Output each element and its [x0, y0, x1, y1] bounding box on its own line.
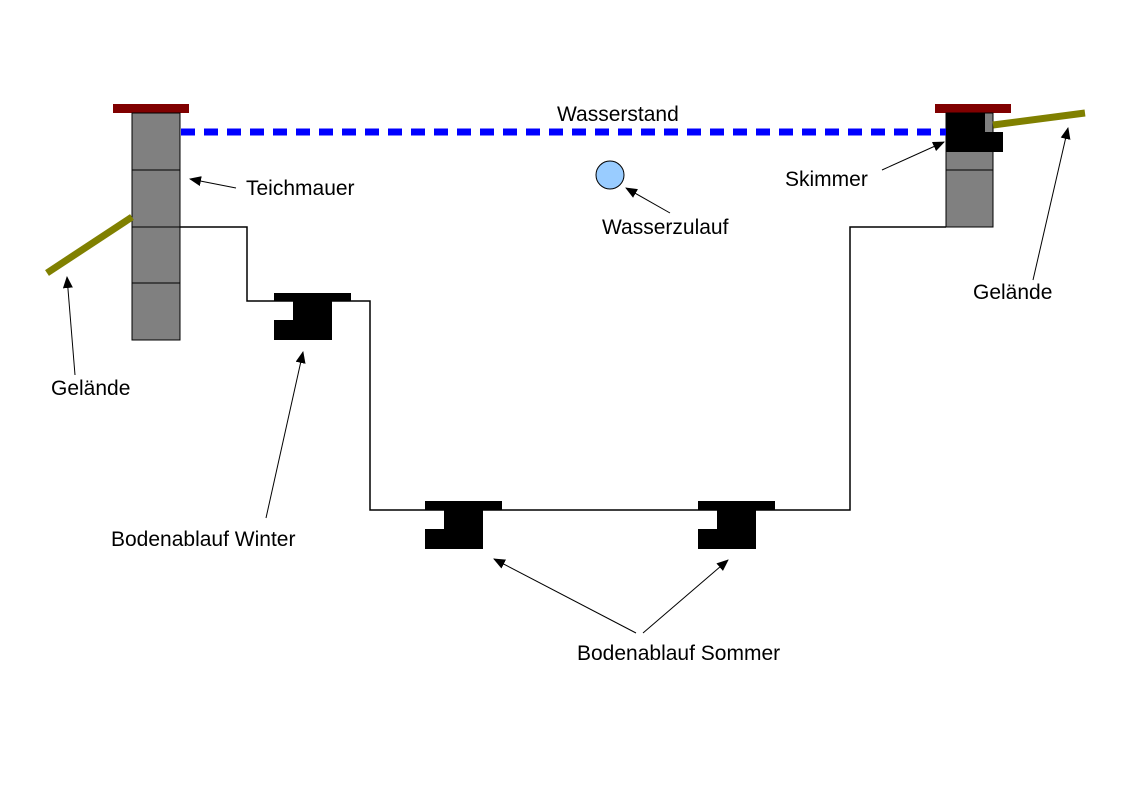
left-wall-cap: [113, 104, 189, 113]
arrow-terrain-left: [62, 276, 76, 376]
label-water-inlet: Wasserzulauf: [602, 216, 729, 239]
left-pond-wall: [113, 104, 189, 341]
arrow-skimmer: [881, 141, 945, 171]
arrow-drain-summer-2: [642, 559, 729, 634]
label-drain-summer: Bodenablauf Sommer: [577, 642, 780, 665]
arrow-drain-winter: [265, 351, 306, 519]
terrain-left: [45, 214, 134, 276]
label-terrain-right: Gelände: [973, 281, 1052, 304]
label-drain-winter: Bodenablauf Winter: [111, 528, 295, 551]
floor-drain-summer-2: [698, 501, 775, 549]
arrow-terrain-right: [1032, 127, 1071, 281]
skimmer: [946, 113, 1003, 152]
label-terrain-left: Gelände: [51, 377, 130, 400]
label-pond-wall: Teichmauer: [246, 177, 355, 200]
label-water-level: Wasserstand: [557, 103, 679, 126]
arrow-pond-wall: [189, 176, 237, 189]
arrow-water-inlet: [625, 187, 671, 214]
pond-outline: [180, 226, 946, 511]
floor-drain-summer-1: [425, 501, 502, 549]
right-wall-cap: [935, 104, 1011, 113]
arrow-drain-summer-1: [493, 558, 637, 634]
water-inlet-circle: [595, 160, 625, 190]
terrain-right: [992, 109, 1086, 129]
label-skimmer: Skimmer: [785, 168, 868, 191]
floor-drain-winter: [274, 293, 351, 340]
